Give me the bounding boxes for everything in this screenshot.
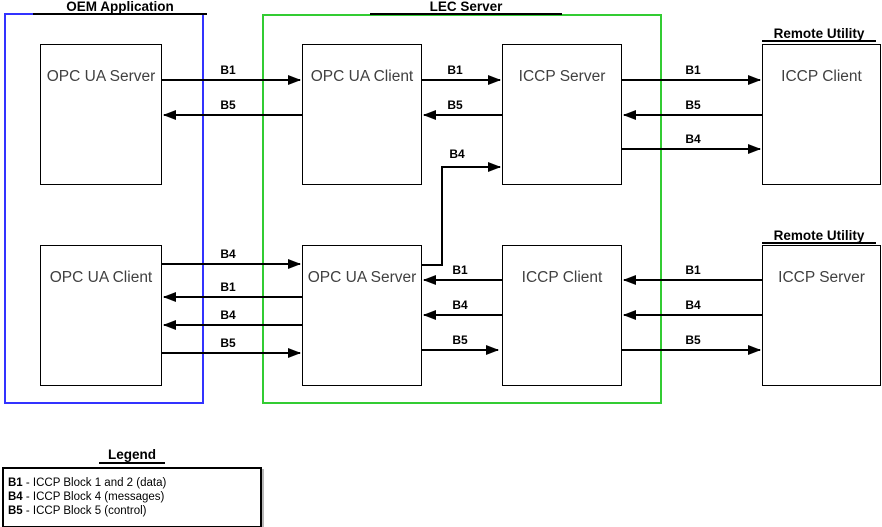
container-lec-server [262,14,662,404]
legend-box: B1 - ICCP Block 1 and 2 (data) B4 - ICCP… [2,467,262,527]
arrow-label-b4-10: B4 [220,308,236,322]
legend-desc: - ICCP Block 4 (messages) [22,491,165,503]
legend: Legend B1 - ICCP Block 1 and 2 (data) B4… [2,446,262,527]
legend-row: B1 - ICCP Block 1 and 2 (data) [8,476,256,490]
arrow-label-b4-8: B4 [220,247,236,261]
node-iccp-client-6: ICCP Client [502,245,622,386]
legend-desc: - ICCP Block 5 (control) [22,505,147,517]
arrow-label-b1-5: B1 [685,63,701,77]
arrow-label-b5-11: B5 [220,336,236,350]
group-title-remote-utility-1: Remote Utility [762,229,876,244]
legend-desc: - ICCP Block 1 and 2 (data) [22,477,167,489]
arrow-label-b1-15: B1 [685,263,701,277]
legend-title-wrap: Legend [2,446,262,464]
arrow-label-b5-17: B5 [685,333,701,347]
arrow-label-b5-1: B5 [220,98,236,112]
node-opc-ua-server-5: OPC UA Server [302,245,422,386]
node-opc-ua-client-1: OPC UA Client [302,44,422,185]
node-iccp-server-2: ICCP Server [502,44,622,185]
container-title-lec-server: LEC Server [370,0,562,15]
arrow-label-b1-9: B1 [220,280,236,294]
arrow-label-b4-16: B4 [685,298,701,312]
node-opc-ua-client-4: OPC UA Client [40,245,162,386]
arrow-label-b5-6: B5 [685,98,701,112]
node-opc-ua-server-0: OPC UA Server [40,44,162,185]
legend-row: B5 - ICCP Block 5 (control) [8,504,256,518]
arrow-label-b1-0: B1 [220,63,236,77]
legend-title: Legend [98,448,165,464]
legend-term: B5 [8,505,23,517]
node-iccp-client-3: ICCP Client [762,44,881,185]
node-iccp-server-7: ICCP Server [762,245,881,386]
container-title-oem-application: OEM Application [33,0,207,15]
group-title-remote-utility-0: Remote Utility [762,27,876,42]
arrow-label-b4-7: B4 [685,132,701,146]
legend-row: B4 - ICCP Block 4 (messages) [8,490,256,504]
legend-term: B4 [8,491,23,503]
legend-term: B1 [8,477,23,489]
